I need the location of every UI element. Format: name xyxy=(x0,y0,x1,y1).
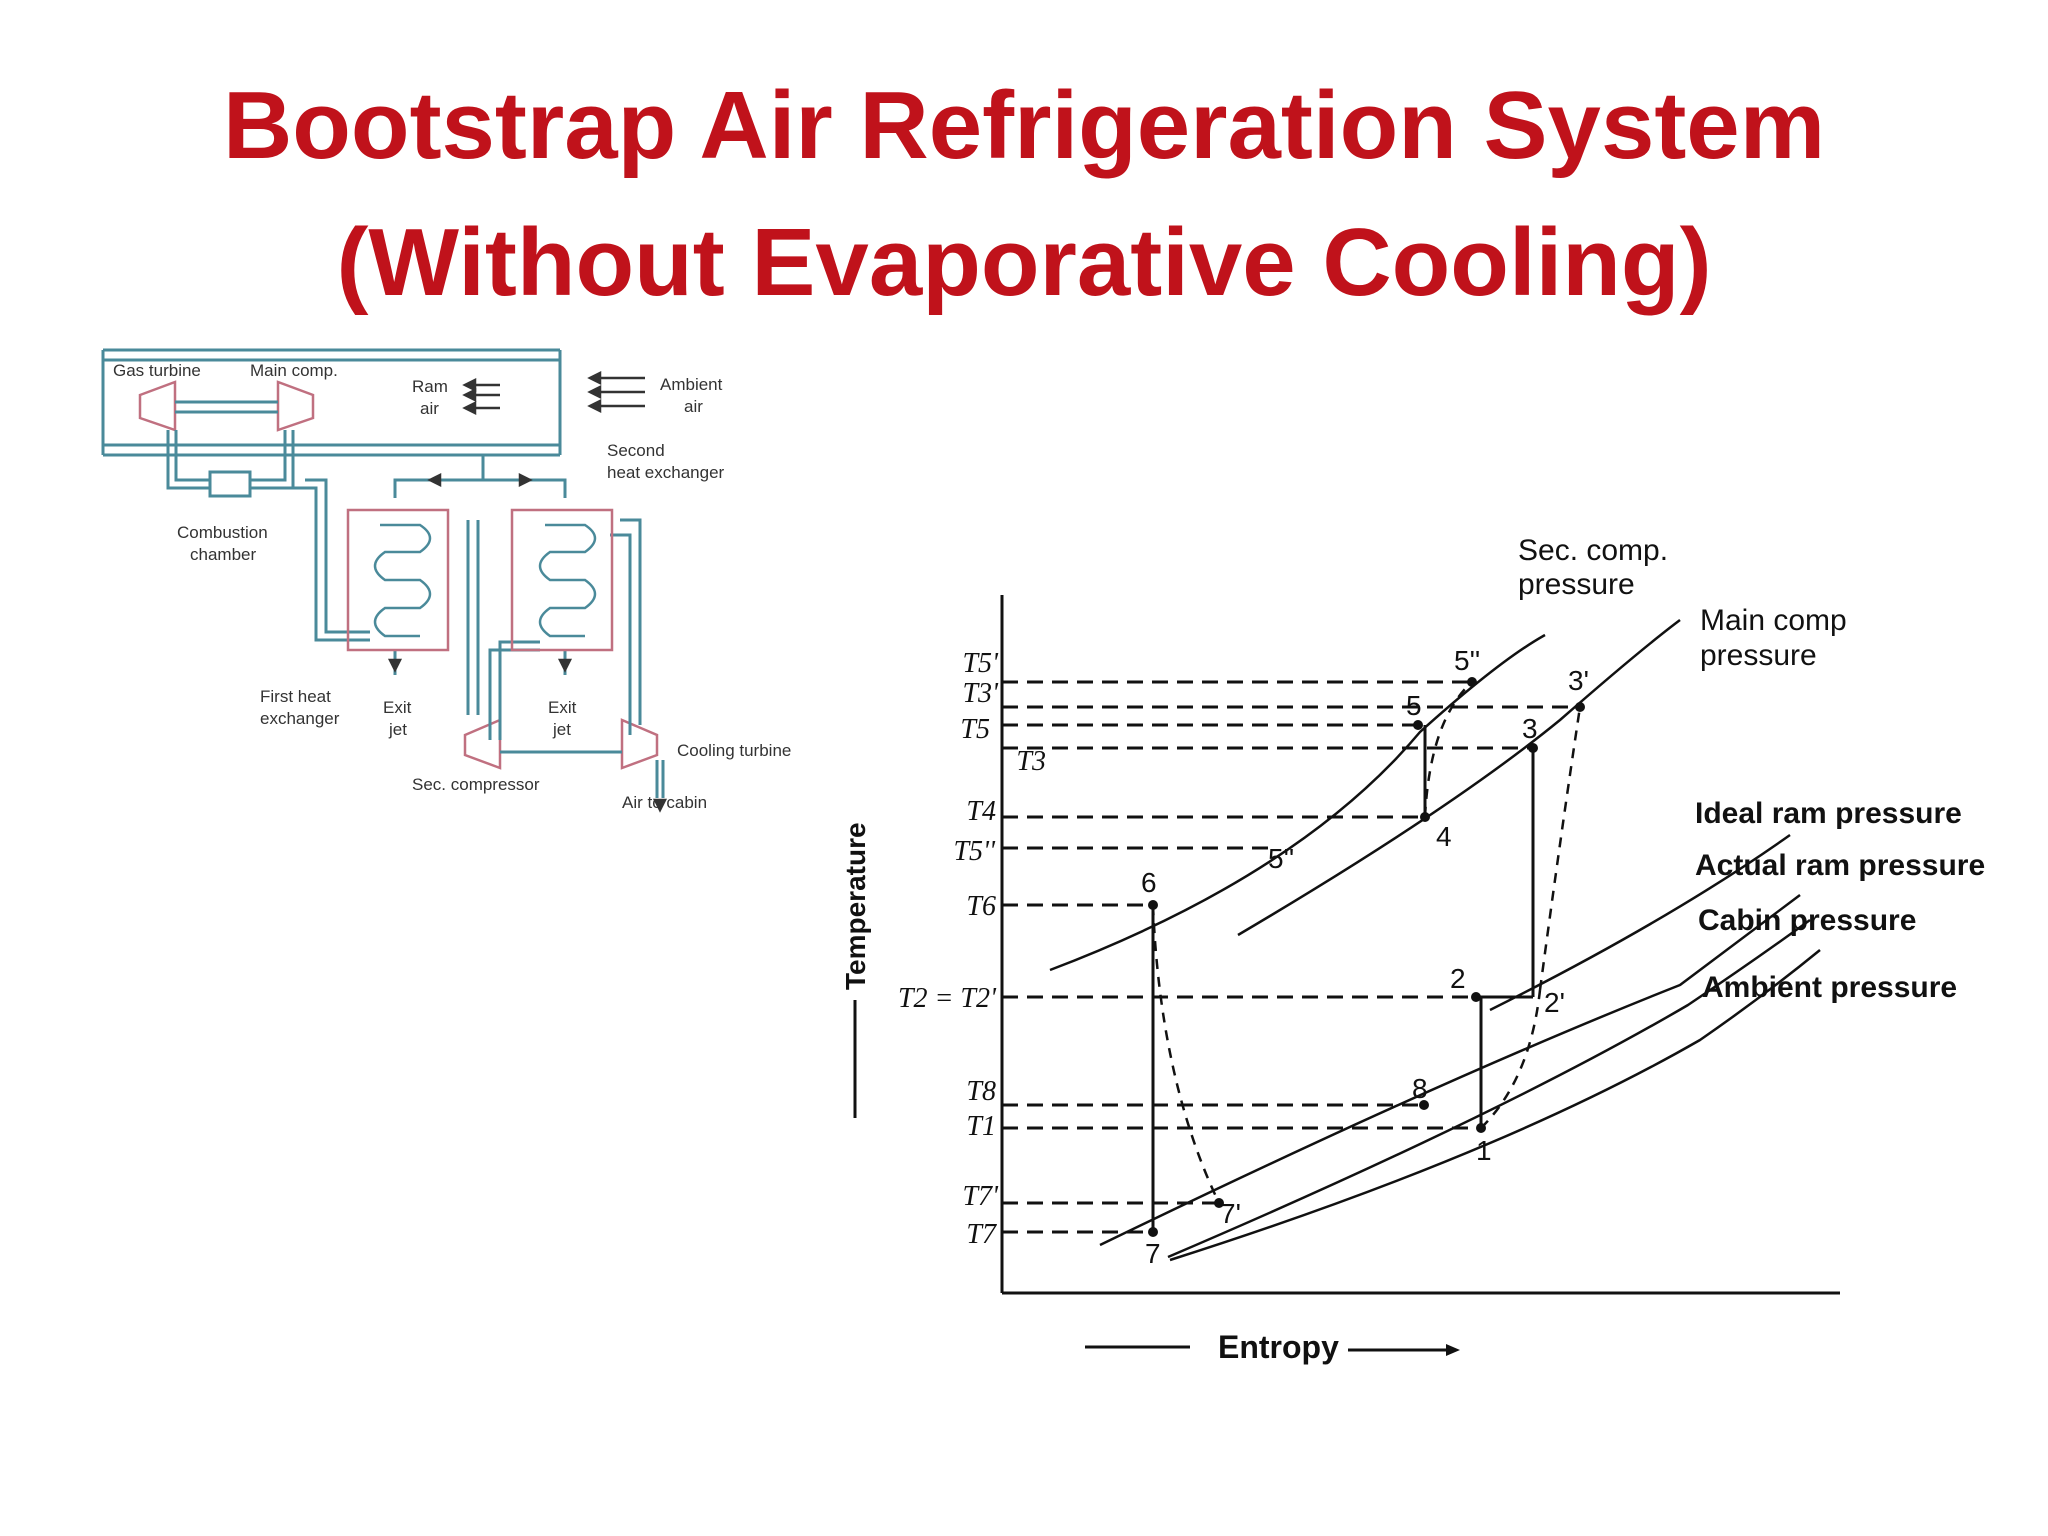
label-gas-turbine: Gas turbine xyxy=(113,361,201,380)
label-first-hx-1: First heat xyxy=(260,687,331,706)
temp-label-t6: T6 xyxy=(966,891,996,922)
label-exit-jet-1a: Exit xyxy=(383,698,412,717)
label-exit-jet-2a: Exit xyxy=(548,698,577,717)
temp-label-t4: T4 xyxy=(966,796,996,827)
slide-title-line-1: Bootstrap Air Refrigeration System xyxy=(222,72,1826,179)
label-second-hx-1: Second xyxy=(607,441,665,460)
y-axis-label: Temperature xyxy=(840,822,871,990)
point-label-8: 8 xyxy=(1412,1073,1428,1104)
first-heat-exchanger-box xyxy=(346,508,450,652)
label-ambient-air-1: Ambient xyxy=(660,375,723,394)
temp-label-t7: T7 xyxy=(966,1219,997,1250)
curve-ideal-ram-pressure xyxy=(1489,833,1791,1012)
label-combustion-1: Combustion xyxy=(177,523,268,542)
irreversible-process-lines xyxy=(1151,681,1582,1204)
temperature-dashes xyxy=(1002,680,1580,1234)
label-exit-jet-2b: jet xyxy=(552,720,571,739)
slide-title-line-2: (Without Evaporative Cooling) xyxy=(336,209,1712,316)
point-label-3: 3 xyxy=(1522,713,1538,744)
curve-actual-ram-pressure xyxy=(1099,893,1801,1247)
point-label-5-double-prime-low: 5'' xyxy=(1268,843,1294,874)
point-label-2: 2 xyxy=(1450,963,1466,994)
point-label-2-prime: 2' xyxy=(1544,987,1565,1018)
label-ram-air-2: air xyxy=(420,399,439,418)
second-heat-exchanger-box xyxy=(510,508,614,652)
main-compressor-shape xyxy=(276,380,315,432)
curve-label-main-comp-1: Main comp xyxy=(1700,604,1847,637)
temp-label-t5-double-prime: T5'' xyxy=(953,836,996,867)
point-label-6: 6 xyxy=(1141,867,1157,898)
x-axis-label: Entropy xyxy=(1218,1329,1339,1365)
point-label-5: 5 xyxy=(1406,690,1422,721)
sec-compressor-shape xyxy=(463,718,502,770)
curve-cabin-pressure xyxy=(1167,918,1811,1259)
curve-label-sec-comp-2: pressure xyxy=(1518,568,1635,601)
temp-label-t7-prime: T7' xyxy=(962,1181,999,1212)
pressure-curves xyxy=(1049,619,1821,1262)
pipework xyxy=(166,400,665,798)
label-exit-jet-1b: jet xyxy=(388,720,407,739)
curve-label-cabin: Cabin pressure xyxy=(1698,904,1916,937)
temperature-entropy-diagram: Entropy Temperature Sec. comp. pressure … xyxy=(840,534,1985,1365)
curve-label-ideal-ram: Ideal ram pressure xyxy=(1695,797,1962,830)
curve-sec-comp-pressure xyxy=(1049,633,1546,972)
label-main-comp: Main comp. xyxy=(250,361,338,380)
point-label-7-prime: 7' xyxy=(1220,1198,1241,1229)
curve-label-ambient: Ambient pressure xyxy=(1702,971,1957,1004)
temp-label-t5: T5 xyxy=(960,714,990,745)
label-second-hx-2: heat exchanger xyxy=(607,463,725,482)
y-axis-label-group: Temperature xyxy=(840,822,871,1118)
x-axis-label-group: Entropy xyxy=(1085,1329,1460,1365)
label-cooling-turbine: Cooling turbine xyxy=(677,741,791,760)
curve-label-sec-comp-1: Sec. comp. xyxy=(1518,534,1668,567)
gas-turbine-shape xyxy=(138,380,177,432)
point-label-4: 4 xyxy=(1436,821,1452,852)
first-heat-exchanger-coil xyxy=(373,523,432,638)
curve-label-main-comp-2: pressure xyxy=(1700,639,1817,672)
label-combustion-2: chamber xyxy=(190,545,256,564)
cooling-turbine-shape xyxy=(620,718,659,770)
curve-ambient-pressure xyxy=(1169,949,1821,1262)
temp-label-t2: T2 = T2' xyxy=(898,983,997,1014)
temp-label-t3: T3 xyxy=(1016,746,1046,777)
temp-label-t3-prime: T3' xyxy=(962,678,999,709)
temp-label-t8: T8 xyxy=(966,1076,996,1107)
curve-label-actual-ram: Actual ram pressure xyxy=(1695,849,1985,882)
label-sec-compressor: Sec. compressor xyxy=(412,775,540,794)
label-air-to-cabin: Air to cabin xyxy=(622,793,707,812)
process-lines xyxy=(1151,725,1535,1232)
temp-label-t1: T1 xyxy=(966,1111,996,1142)
point-label-3-prime: 3' xyxy=(1568,665,1589,696)
label-ambient-air-2: air xyxy=(684,397,703,416)
system-schematic: Gas turbine Main comp. Ram air Ambient a… xyxy=(101,348,791,813)
label-ram-air-1: Ram xyxy=(412,377,448,396)
second-heat-exchanger-coil xyxy=(538,523,597,638)
point-label-1: 1 xyxy=(1476,1135,1492,1166)
label-first-hx-2: exchanger xyxy=(260,709,340,728)
state-point-markers xyxy=(1148,677,1585,1237)
combustion-chamber-box xyxy=(208,470,252,498)
point-label-5-double-prime-top: 5'' xyxy=(1454,645,1480,676)
axes xyxy=(1000,595,1840,1295)
curve-main-comp-pressure xyxy=(1237,619,1681,937)
temp-label-t5-prime: T5' xyxy=(962,648,999,679)
point-label-7: 7 xyxy=(1145,1238,1161,1269)
flow-arrows xyxy=(387,370,668,813)
